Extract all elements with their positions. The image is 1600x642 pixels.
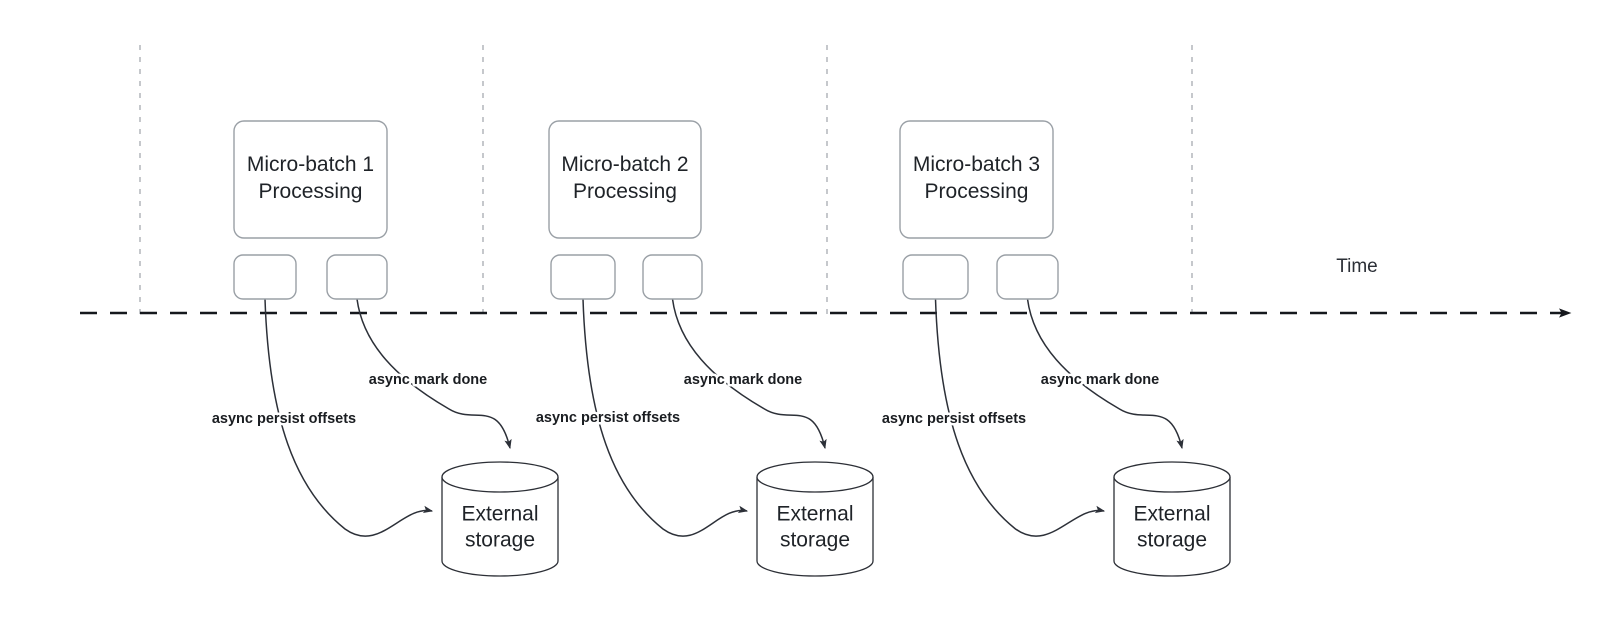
external-storage-1[interactable]: External storage bbox=[441, 461, 559, 577]
task-1b-box[interactable] bbox=[326, 254, 388, 300]
task-3a-box[interactable] bbox=[902, 254, 969, 300]
persist-offsets-2-arrow bbox=[582, 298, 749, 537]
task-2a-box[interactable] bbox=[550, 254, 616, 300]
external-storage-2[interactable]: External storage bbox=[756, 461, 874, 577]
cylinder-top-ellipse bbox=[441, 461, 559, 493]
micro-batch-2-label-line2: Processing bbox=[573, 180, 677, 203]
external-storage-3[interactable]: External storage bbox=[1113, 461, 1231, 577]
edge-labels-group: async persist offsets async mark done asyn… bbox=[209, 369, 1161, 429]
micro-batch-2-label-line1: Micro-batch 2 bbox=[561, 153, 688, 176]
mark-done-3-arrow bbox=[1026, 298, 1184, 450]
persist-offsets-3-label: async persist offsets bbox=[882, 411, 1026, 427]
persist-offsets-3-arrow bbox=[934, 298, 1106, 537]
micro-batch-3-label-line1: Micro-batch 3 bbox=[913, 153, 1040, 176]
storage-label-line1: External bbox=[776, 503, 853, 526]
task-3b-box[interactable] bbox=[996, 254, 1059, 300]
timeline-axis-group: Time bbox=[80, 256, 1572, 318]
cylinder-top-ellipse bbox=[756, 461, 874, 493]
micro-batch-1-label-line1: Micro-batch 1 bbox=[247, 153, 374, 176]
persist-offsets-1-arrow bbox=[264, 298, 434, 537]
mark-done-2-arrow bbox=[671, 298, 827, 450]
persist-offsets-2-label: async persist offsets bbox=[536, 410, 680, 426]
micro-batch-3-label-line2: Processing bbox=[925, 180, 1029, 203]
micro-batch-1-box[interactable] bbox=[233, 120, 388, 239]
micro-batch-3-group: Micro-batch 3 Processing bbox=[899, 120, 1054, 239]
task-2b-box[interactable] bbox=[642, 254, 703, 300]
micro-batch-2-group: Micro-batch 2 Processing bbox=[548, 120, 702, 239]
mark-done-1-arrow bbox=[356, 298, 512, 450]
flow-arrows-group bbox=[264, 298, 1184, 537]
mark-done-1-label: async mark done bbox=[369, 372, 487, 388]
mark-done-2-label: async mark done bbox=[684, 372, 802, 388]
boundary-lines-group bbox=[139, 45, 1193, 316]
micro-batch-3-box[interactable] bbox=[899, 120, 1054, 239]
timeline-axis-label: Time bbox=[1336, 256, 1378, 277]
micro-batch-1-group: Micro-batch 1 Processing bbox=[233, 120, 388, 239]
micro-batch-2-box[interactable] bbox=[548, 120, 702, 239]
storage-label-line2: storage bbox=[1137, 529, 1207, 552]
persist-offsets-1-label: async persist offsets bbox=[212, 411, 356, 427]
storage-label-line2: storage bbox=[780, 529, 850, 552]
storage-label-line1: External bbox=[1133, 503, 1210, 526]
task-1a-box[interactable] bbox=[233, 254, 297, 300]
micro-batch-1-label-line2: Processing bbox=[259, 180, 363, 203]
storage-label-line2: storage bbox=[465, 529, 535, 552]
cylinder-body bbox=[756, 477, 874, 577]
cylinder-top-ellipse bbox=[1113, 461, 1231, 493]
cylinder-body bbox=[1113, 477, 1231, 577]
mark-done-3-label: async mark done bbox=[1041, 372, 1159, 388]
cylinder-body bbox=[441, 477, 559, 577]
storage-label-line1: External bbox=[461, 503, 538, 526]
